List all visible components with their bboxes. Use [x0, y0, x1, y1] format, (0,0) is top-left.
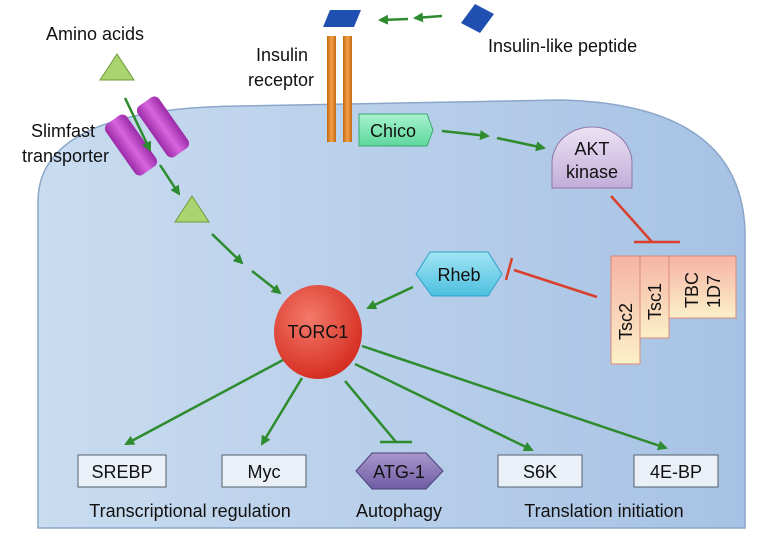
insulin-receptor-label-line1: Insulin [256, 45, 308, 65]
myc-label: Myc [248, 462, 281, 482]
arrow-peptide-to-receptor-2 [378, 14, 409, 25]
tsc-complex [610, 255, 737, 365]
myc-box [221, 454, 307, 488]
torc1-node [274, 285, 362, 379]
4ebp-box [633, 454, 719, 488]
s6k-label: S6K [523, 462, 557, 482]
torc1-label: TORC1 [288, 322, 349, 342]
amino-acid-outside-icon [99, 53, 135, 81]
tbc-label-line2: 1D7 [704, 275, 724, 308]
amino-acids-label: Amino acids [46, 24, 144, 44]
rheb-node [415, 251, 503, 297]
chico-label: Chico [370, 121, 416, 141]
inhibit-tsc-to-rheb [513, 268, 598, 299]
insulin-peptide-free-icon [461, 4, 494, 33]
autophagy-label: Autophagy [356, 501, 442, 521]
insulin-receptor-label-line2: receptor [248, 70, 314, 90]
amino-acid-inside-icon [174, 195, 210, 223]
srebp-label: SREBP [91, 462, 152, 482]
slimfast-transporter-icon [104, 96, 190, 176]
cell-membrane [37, 99, 746, 529]
arrow-chico-to-akt-1 [441, 129, 490, 141]
inhibition-lines [344, 195, 680, 444]
srebp-box [77, 454, 167, 488]
tsc1-label: Tsc1 [645, 283, 665, 320]
insulin-peptide-bound-icon [323, 10, 361, 27]
inhibit-tsc-to-rheb-bar [504, 257, 514, 281]
arrow-torc1-to-myc [260, 377, 304, 446]
arrow-peptide-to-receptor-1 [413, 12, 443, 23]
akt-label-line1: AKT [574, 139, 609, 159]
arrow-rheb-to-torc1 [366, 285, 414, 310]
4ebp-label: 4E-BP [650, 462, 702, 482]
chico-node [358, 113, 434, 147]
akt-kinase-node [551, 126, 633, 189]
inhibit-torc1-to-atg1 [344, 380, 397, 443]
s6k-box [497, 454, 583, 488]
insulin-like-peptide-label: Insulin-like peptide [488, 36, 637, 56]
akt-label-line2: kinase [566, 162, 618, 182]
arrow-chico-to-akt-2 [496, 136, 546, 152]
arrow-aa-into-cell-2 [158, 164, 181, 196]
arrow-aa-into-cell-1 [123, 97, 152, 152]
atg1-label: ATG-1 [373, 462, 425, 482]
insulin-receptor-icon [327, 36, 352, 142]
tbc1d7-box [668, 255, 737, 319]
tsc2-label: Tsc2 [616, 303, 636, 340]
slimfast-label-line2: transporter [22, 146, 109, 166]
tsc2-box [610, 255, 641, 365]
translation-initiation-label: Translation initiation [524, 501, 683, 521]
transcriptional-regulation-label: Transcriptional regulation [89, 501, 290, 521]
inhibit-akt-to-tsc [610, 195, 653, 243]
arrow-torc1-to-s6k [354, 362, 534, 452]
rheb-label: Rheb [437, 265, 480, 285]
atg1-node [355, 452, 444, 490]
arrow-aa-to-torc1-2 [251, 270, 282, 295]
activation-arrows [123, 12, 668, 452]
arrow-torc1-to-srebp [124, 358, 284, 446]
arrow-torc1-to-4ebp [361, 344, 668, 451]
slimfast-label-line1: Slimfast [31, 121, 95, 141]
tbc-label-line1: TBC [682, 272, 702, 308]
arrow-aa-to-torc1-1 [211, 233, 244, 265]
